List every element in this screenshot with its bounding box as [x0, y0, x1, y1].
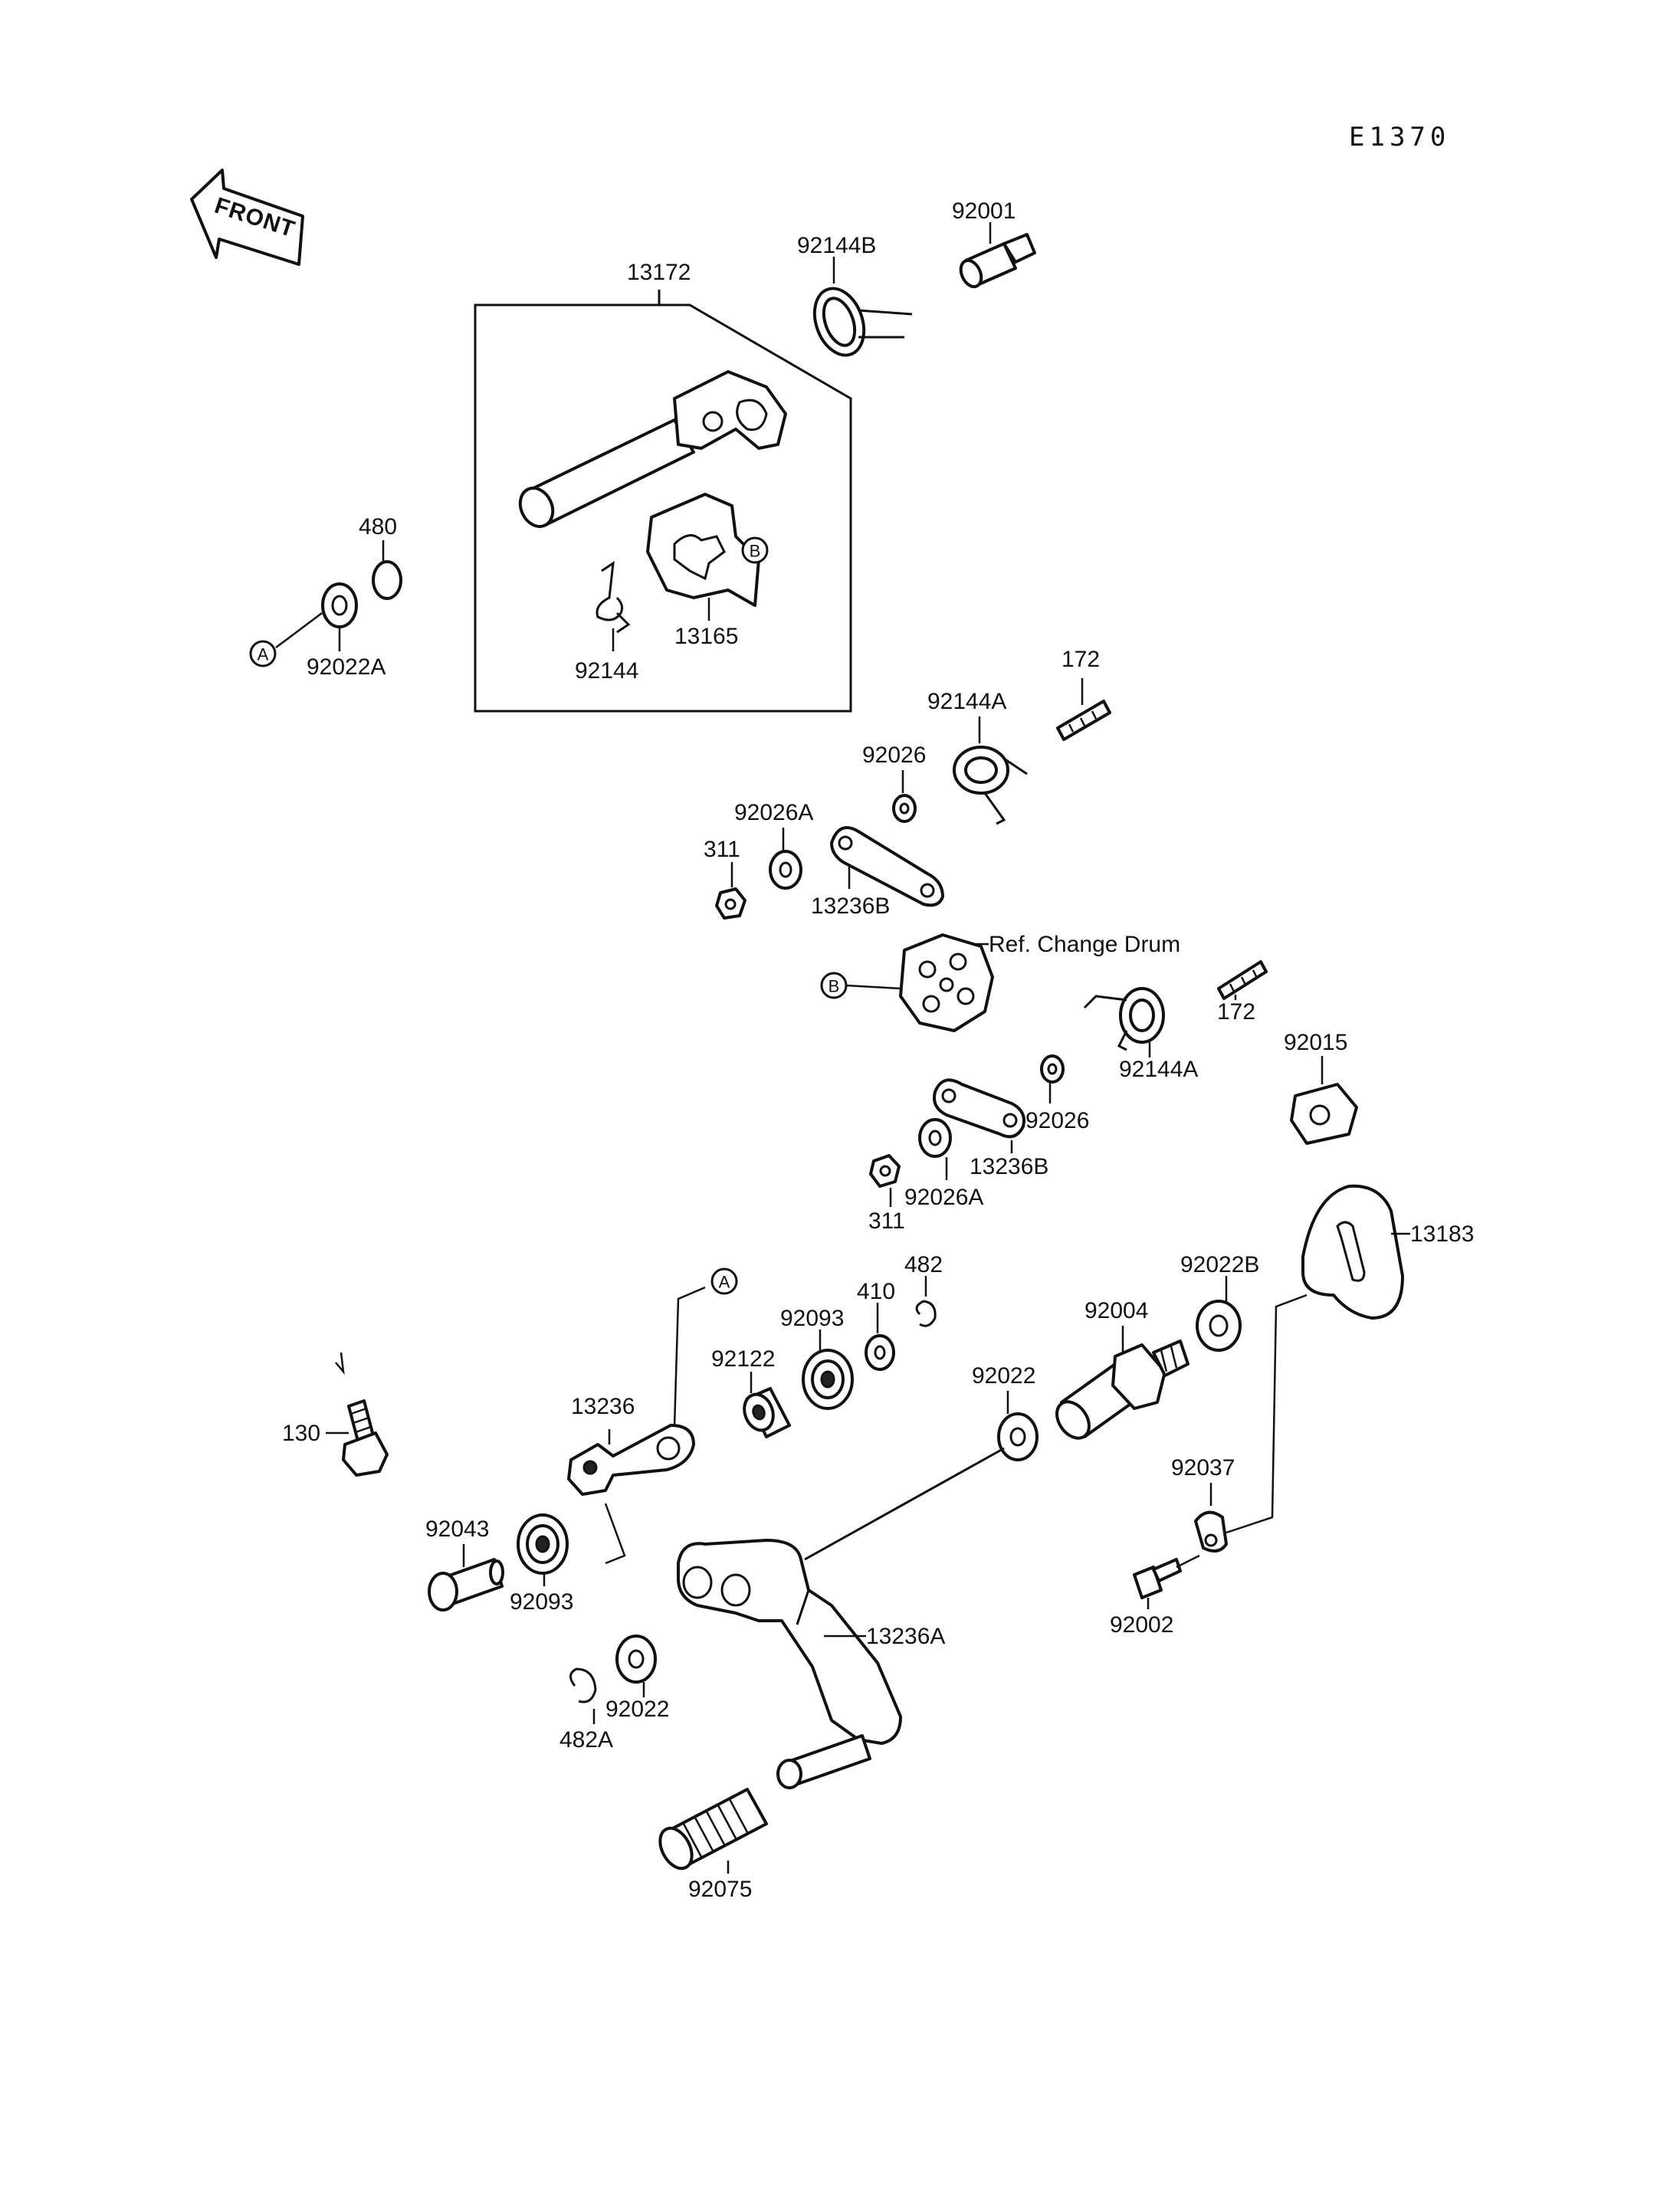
marker-a-circle-lever [710, 1267, 738, 1295]
part-label-410: 410 [857, 1279, 895, 1304]
washer-92022-lower-icon [615, 1635, 657, 1684]
part-label-92144B: 92144B [797, 233, 876, 258]
spring-92144B-icon [812, 287, 913, 357]
washer-92026-top-icon [892, 794, 917, 823]
circlip-480-icon [372, 560, 402, 600]
arm-13236B-lower-icon [933, 1078, 1025, 1139]
spring-92144A-top-icon [953, 746, 1028, 825]
marker-a-label-left: A [258, 645, 269, 664]
part-label-92022B: 92022B [1180, 1252, 1259, 1277]
part-label-13165: 13165 [674, 624, 738, 649]
part-label-92001: 92001 [952, 198, 1016, 224]
part-label-92004: 92004 [1084, 1298, 1148, 1323]
marker-b-circle [741, 536, 769, 564]
washer-92026-right-icon [1040, 1054, 1065, 1084]
marker-b-label: B [750, 542, 761, 561]
bolt-92002-icon [1133, 1558, 1182, 1599]
washer-410-icon [865, 1334, 895, 1371]
marker-b-label-drum: B [829, 977, 840, 996]
part-label-311-lower: 311 [868, 1208, 905, 1234]
part-label-92144: 92144 [575, 658, 638, 684]
part-label-92026-top: 92026 [862, 743, 926, 768]
clamp-lever-13236-icon [567, 1424, 695, 1496]
part-label-92015: 92015 [1284, 1030, 1347, 1055]
washer-92022-middle-icon [997, 1412, 1039, 1461]
change-drum-icon [899, 933, 994, 1032]
ref-change-drum-note: Ref. Change Drum [989, 932, 1180, 957]
part-label-13236B-lower: 13236B [970, 1154, 1048, 1179]
marker-b-circle-drum [820, 972, 848, 999]
part-label-311-top: 311 [704, 837, 740, 862]
part-label-92144A-top: 92144A [927, 689, 1006, 714]
part-label-92093-lower: 92093 [510, 1589, 573, 1615]
shift-pedal-13236A-icon [677, 1539, 902, 1789]
shift-shaft-icon [518, 370, 787, 529]
part-label-92037: 92037 [1171, 1455, 1235, 1481]
part-label-130: 130 [282, 1421, 320, 1446]
part-label-13172: 13172 [627, 260, 691, 285]
part-label-172-top: 172 [1061, 647, 1100, 672]
part-label-92122: 92122 [711, 1346, 775, 1372]
part-label-92022-middle: 92022 [972, 1363, 1035, 1389]
part-label-92043: 92043 [425, 1517, 489, 1542]
part-label-92026A-lower: 92026A [904, 1185, 983, 1210]
shaft-92004-icon [1055, 1340, 1189, 1440]
part-label-172-right: 172 [1217, 999, 1255, 1025]
part-label-13236A: 13236A [866, 1624, 945, 1649]
part-label-92026A-top: 92026A [734, 800, 813, 825]
clip-92037-icon [1194, 1510, 1228, 1553]
clip-482A-icon [569, 1667, 597, 1703]
part-label-92075: 92075 [688, 1877, 752, 1902]
part-label-92026-right: 92026 [1025, 1108, 1089, 1133]
part-label-92022A: 92022A [307, 654, 386, 680]
part-label-92144A-right: 92144A [1119, 1057, 1198, 1082]
washer-92022B-icon [1196, 1300, 1242, 1352]
nut-92015-icon [1290, 1083, 1358, 1145]
part-label-92002: 92002 [1110, 1612, 1173, 1638]
pin-172-right-icon [1217, 960, 1268, 1000]
bushing-92122-icon [743, 1387, 791, 1438]
spring-92144-icon [596, 560, 631, 634]
plate-13183-icon [1301, 1184, 1404, 1320]
pedal-rubber-92075-icon [658, 1788, 768, 1871]
nut-311-top-icon [715, 887, 746, 920]
spring-92144A-right-icon [1083, 987, 1165, 1051]
marker-a-circle-left [249, 640, 277, 667]
part-label-482: 482 [904, 1252, 943, 1277]
plate-13165-icon [646, 493, 760, 607]
assembly-box-13172 [474, 290, 852, 713]
diagram-code: E1370 [1349, 122, 1450, 152]
bolt-130-icon [342, 1399, 389, 1477]
bolt-92001-icon [959, 233, 1036, 289]
part-label-13183: 13183 [1410, 1221, 1474, 1247]
arm-13236B-top-icon [830, 826, 944, 907]
pin-172-icon [1056, 700, 1111, 741]
part-label-92093-upper: 92093 [780, 1306, 844, 1331]
clip-482-icon [915, 1300, 937, 1327]
front-arrow-icon: FRONT [190, 169, 304, 266]
part-label-13236: 13236 [571, 1394, 635, 1419]
pin-92043-icon [428, 1558, 504, 1612]
marker-a-label-lever: A [719, 1273, 730, 1292]
washer-92026A-top-icon [769, 850, 802, 890]
nut-311-lower-icon [869, 1154, 901, 1188]
part-label-482A: 482A [559, 1727, 613, 1753]
part-label-92022-lower: 92022 [605, 1697, 669, 1722]
washer-92022A-icon [321, 582, 358, 628]
bearing-92093-upper-icon [802, 1349, 854, 1410]
part-label-13236B-top: 13236B [811, 894, 890, 919]
bearing-92093-lower-icon [517, 1513, 569, 1575]
part-label-480: 480 [359, 514, 397, 539]
washer-92026A-lower-icon [918, 1118, 952, 1158]
